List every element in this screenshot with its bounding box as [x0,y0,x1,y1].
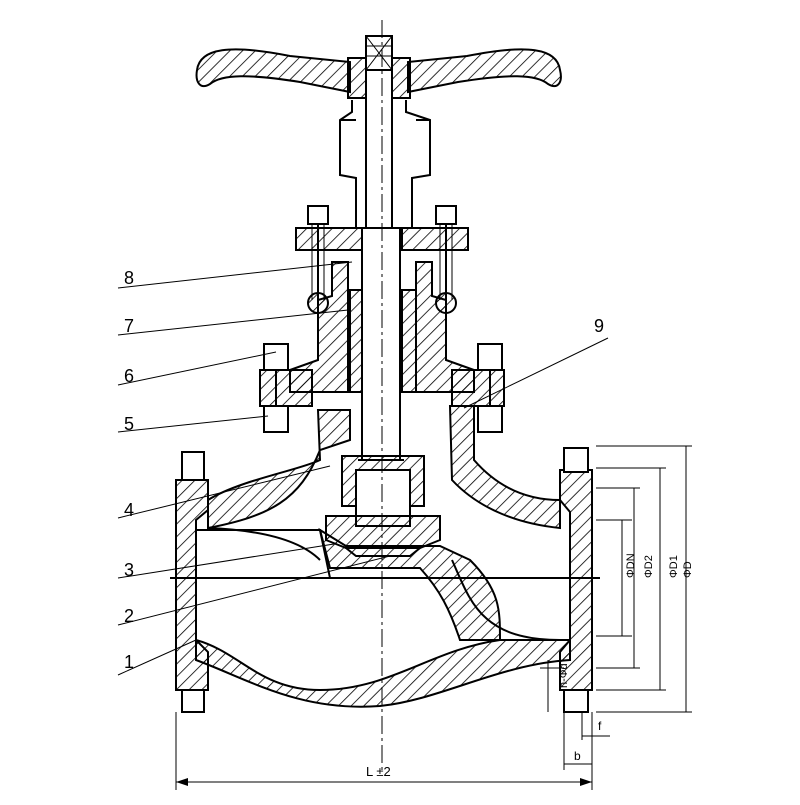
diameter-dimensions: ΦDN ΦD2 ΦD1 ΦD [596,445,694,713]
handwheel [195,35,562,99]
disc [325,455,441,557]
callout-4: 4 [124,500,134,520]
callout-5: 5 [124,414,134,434]
center-lines [170,20,600,770]
callout-2: 2 [124,606,134,626]
callout-9: 9 [594,316,604,336]
bottom-dimensions: n-Φd f b L ±2 [175,660,610,790]
callout-7: 7 [124,316,134,336]
dim-f: f [598,719,602,733]
callout-8: 8 [124,268,134,288]
valve-body [175,405,593,713]
dim-b: b [574,749,581,763]
dim-d: ΦD [682,561,694,578]
bonnet [259,261,505,433]
dim-length: L ±2 [366,764,391,779]
callout-1: 1 [124,652,134,672]
dim-bolt-holes: n-Φd [558,663,570,688]
callout-labels: 8 7 6 5 4 3 2 1 9 [124,268,604,672]
dim-d1: ΦD1 [668,555,680,578]
yoke [339,100,431,228]
callout-6: 6 [124,366,134,386]
callout-3: 3 [124,560,134,580]
leader-lines [117,261,609,676]
dim-d2: ΦD2 [643,555,655,578]
dim-dn: ΦDN [625,553,637,578]
stem [358,69,404,461]
